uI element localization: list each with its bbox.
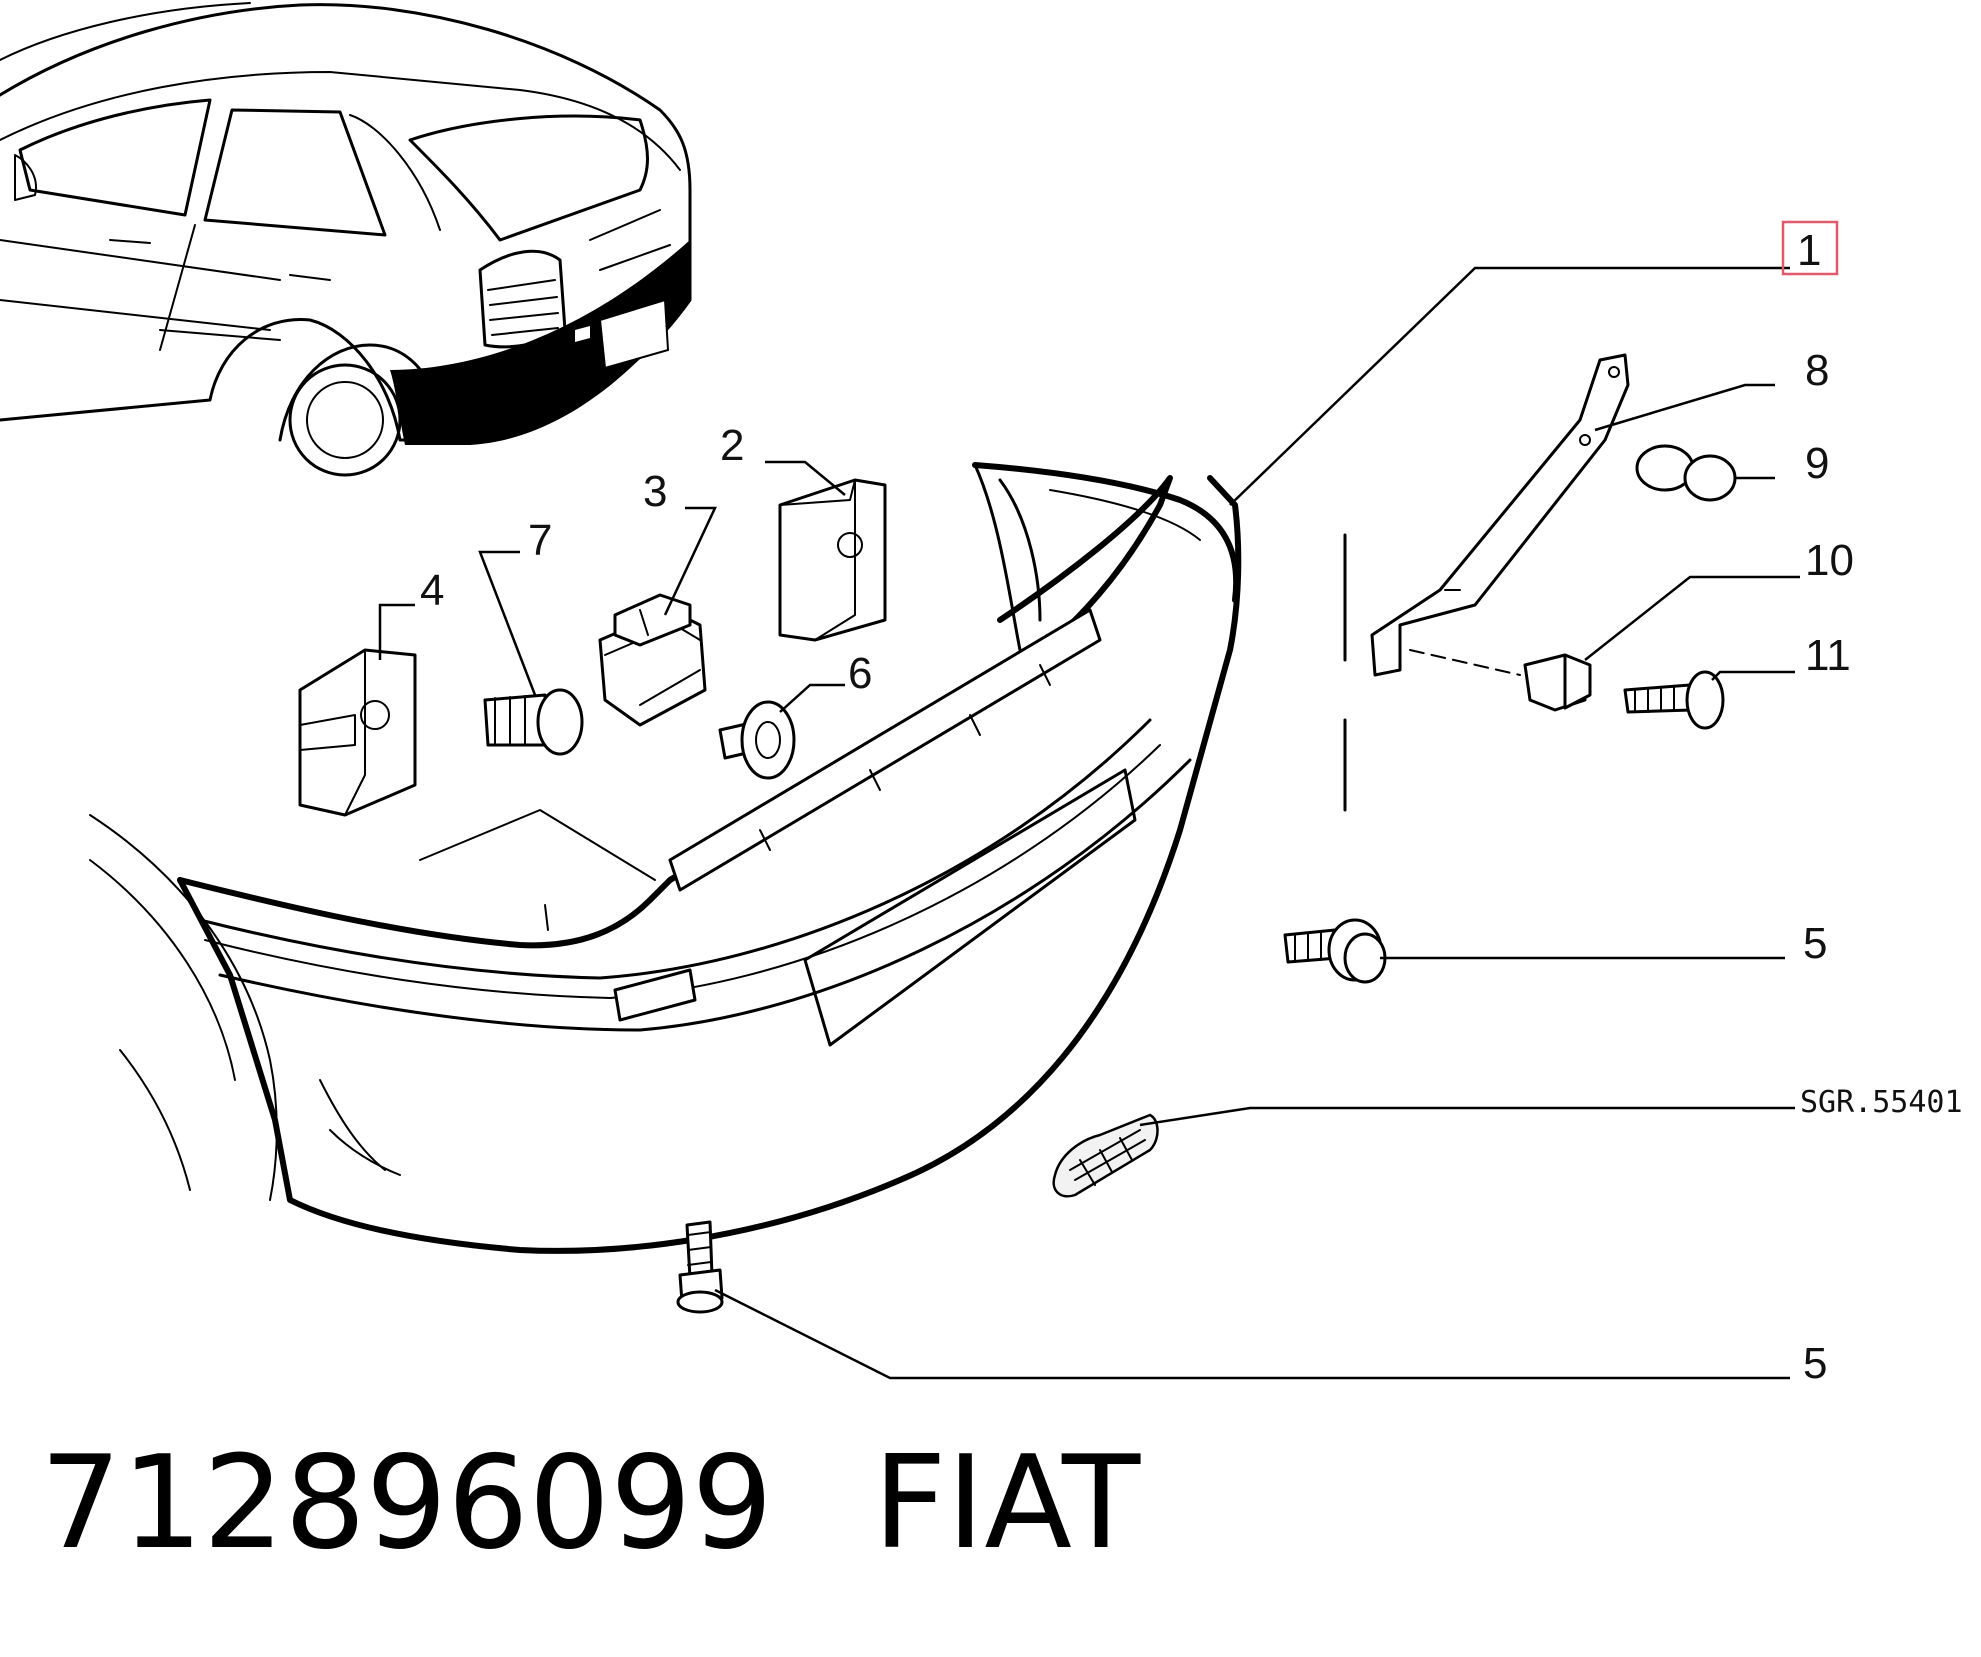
- part-9-cap: [1635, 444, 1737, 502]
- part-5-bolt-upper: [1283, 918, 1387, 984]
- part-10-nut: [1409, 649, 1592, 712]
- callout-7[interactable]: 7: [528, 516, 552, 565]
- callout-3[interactable]: 3: [643, 467, 667, 516]
- part-11-screw: [1623, 670, 1725, 730]
- callout-5-upper[interactable]: 5: [1803, 919, 1827, 968]
- grille-insert: [1052, 1113, 1159, 1198]
- callout-11[interactable]: 11: [1805, 631, 1851, 680]
- car-overview-illustration: [0, 2, 692, 477]
- part-6-plug: [718, 700, 796, 780]
- callout-8[interactable]: 8: [1805, 346, 1829, 395]
- callout-1-highlight-box: [1781, 220, 1839, 276]
- reference-code[interactable]: SGR.55401: [1800, 1085, 1963, 1120]
- callout-1[interactable]: 1: [1797, 226, 1821, 275]
- brand-name: FIAT: [872, 1429, 1141, 1578]
- callout-10[interactable]: 10: [1805, 536, 1854, 585]
- part-4-bracket: [298, 648, 417, 817]
- bumper-illustration: [89, 462, 1242, 1254]
- part-number: 712896099: [40, 1429, 773, 1578]
- callout-9[interactable]: 9: [1805, 439, 1829, 488]
- part-3-clip: [598, 593, 707, 727]
- part-2-bracket: [778, 478, 887, 642]
- callout-5-lower[interactable]: 5: [1803, 1339, 1827, 1388]
- callout-4[interactable]: 4: [420, 566, 444, 615]
- part-5-bolt-lower: [676, 1220, 724, 1314]
- leader-lines: [378, 266, 1800, 1380]
- part-7-push-pin: [483, 688, 584, 756]
- part-8-strip: [1370, 353, 1630, 677]
- callout-2[interactable]: 2: [720, 421, 744, 470]
- callout-6[interactable]: 6: [848, 649, 872, 698]
